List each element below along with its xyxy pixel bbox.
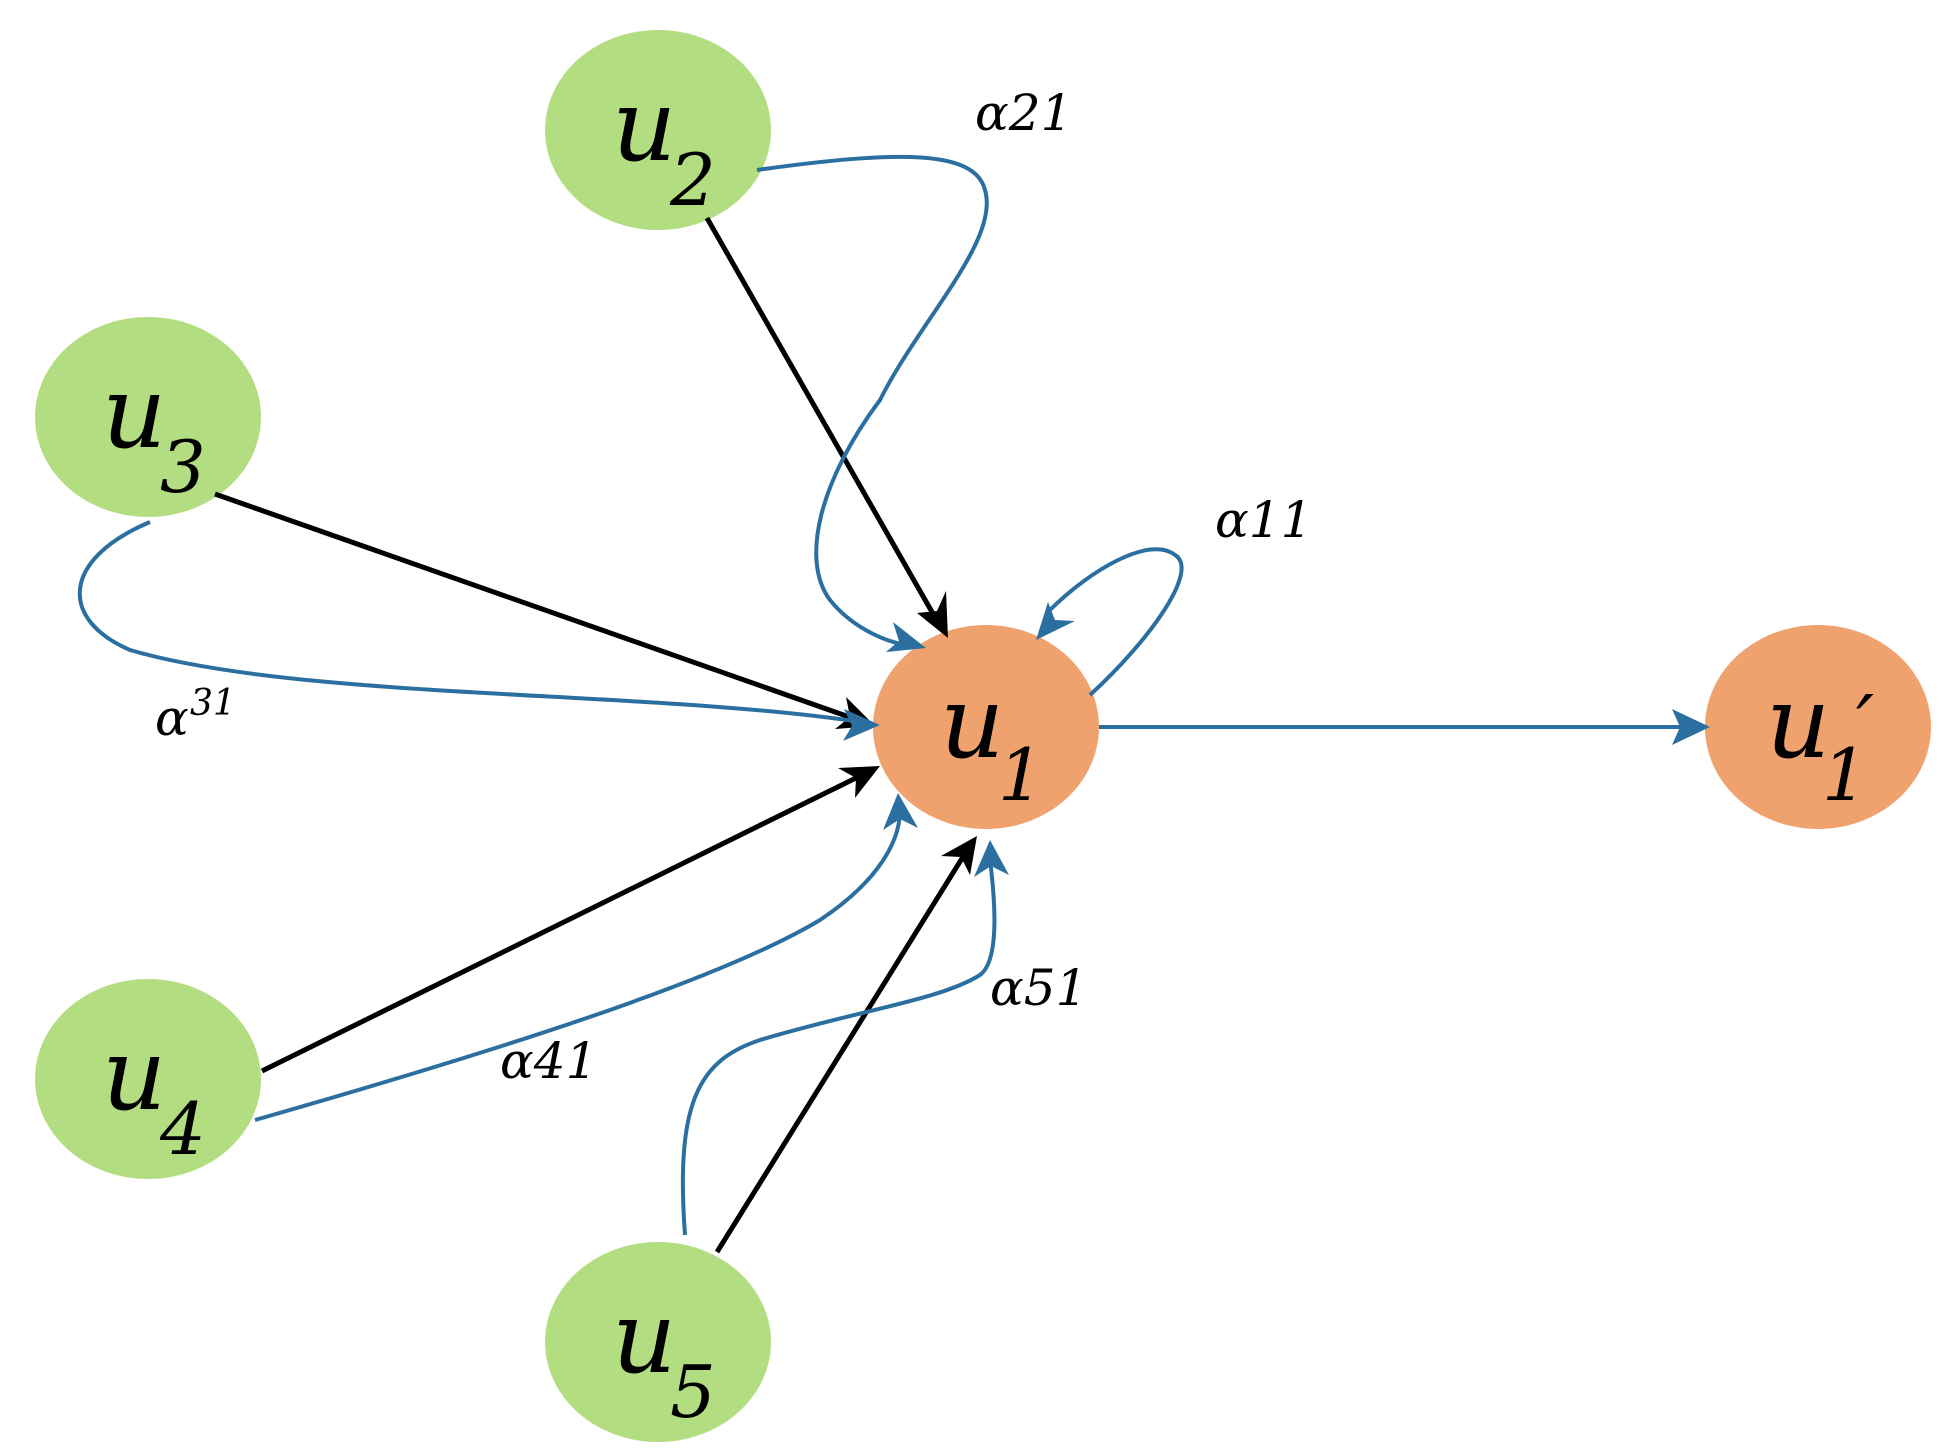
edge-u2-u1 (704, 216, 943, 628)
label-u1: u 1 (940, 664, 1044, 817)
edge-label-a51-alpha: α (990, 959, 1024, 1017)
arrowhead-u5-u1 (941, 836, 977, 875)
node-u4 (35, 979, 261, 1179)
label-u3-sub: 3 (160, 425, 206, 509)
node-u3 (35, 317, 261, 517)
node-u1 (873, 625, 1099, 829)
arrowhead-attention-u4 (883, 793, 918, 830)
edge-label-a41: α41 (500, 1032, 597, 1090)
label-u5: u 5 (612, 1279, 716, 1434)
edge-u3-u1 (214, 491, 856, 722)
edge-label-a11-index: 11 (1249, 491, 1313, 549)
arrowhead-attention-u2 (886, 622, 926, 652)
label-u5-letter: u (612, 1279, 676, 1396)
label-u1-letter: u (940, 664, 1004, 781)
arrowhead-attention-out (1672, 709, 1710, 745)
edge-label-a41-alpha: α (500, 1032, 534, 1090)
label-u4: u 4 (102, 1016, 206, 1171)
svg-text:α51: α51 (990, 959, 1087, 1017)
edge-u4-u1 (260, 772, 864, 1074)
label-u3-letter: u (102, 354, 166, 471)
label-u4-letter: u (102, 1016, 166, 1133)
node-u2 (545, 30, 771, 230)
arrowhead-attention-self (1036, 602, 1075, 640)
edge-label-a51: α51 (990, 959, 1087, 1017)
edge-label-a21-alpha: α (975, 84, 1009, 142)
label-u1-prime-letter: u (1766, 664, 1830, 781)
attention-edge-u5 (680, 859, 997, 1236)
edge-label-a21-index: 21 (1008, 84, 1073, 142)
label-u3: u 3 (102, 354, 206, 509)
svg-text:α11: α11 (1215, 491, 1312, 549)
label-u5-sub: 5 (670, 1350, 716, 1434)
edge-label-a21: α21 (975, 84, 1072, 142)
edge-label-a41-index: 41 (533, 1032, 598, 1090)
label-u2: u 2 (612, 67, 716, 222)
label-u1-prime-mark: ′ (1856, 678, 1874, 771)
label-u4-sub: 4 (159, 1087, 206, 1171)
attention-arrowheads (843, 602, 1710, 877)
edge-label-a11-alpha: α (1215, 491, 1249, 549)
edge-label-a11: α11 (1215, 491, 1312, 549)
edge-label-a51-index: 51 (1024, 959, 1088, 1017)
edge-label-a31: α 31 (155, 683, 236, 747)
arrowhead-attention-u5 (974, 840, 1009, 877)
attention-edge-self-u1 (1048, 547, 1184, 697)
edge-label-a31-alpha: α (155, 689, 189, 747)
label-u1-prime: u 1 ′ (1766, 664, 1874, 817)
attention-edge-u2 (756, 154, 989, 647)
svg-text:α: α (155, 689, 189, 747)
node-u1-prime (1705, 625, 1931, 829)
arrowhead-u2-u1 (917, 591, 948, 638)
node-u5 (545, 1242, 771, 1442)
attention-edge-u3 (77, 520, 861, 724)
attention-edge-u4 (254, 809, 902, 1122)
svg-text:α21: α21 (975, 84, 1072, 142)
label-u1-prime-sub: 1 (1822, 733, 1868, 817)
edge-u5-u1 (714, 850, 969, 1254)
label-u1-sub: 1 (998, 733, 1044, 817)
label-u2-letter: u (612, 67, 676, 184)
svg-text:α41: α41 (500, 1032, 597, 1090)
arrowhead-u4-u1 (838, 766, 880, 798)
edge-label-a31-index: 31 (190, 683, 236, 724)
arrowhead-attention-u3 (843, 709, 880, 741)
attention-edges (77, 154, 1690, 1236)
label-u2-sub: 2 (669, 138, 716, 222)
